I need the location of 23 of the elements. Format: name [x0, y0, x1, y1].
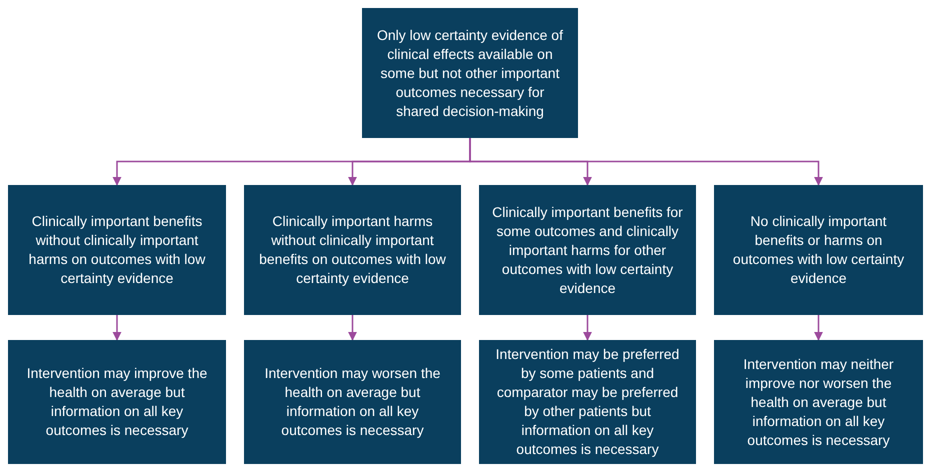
- box-text: No clinically important benefits or harms on outcomes with low certainty evidence: [732, 212, 906, 288]
- arrow: [348, 315, 357, 341]
- box-text: Clinically important benefits without clinically important harms on outcomes with low certainty evidence: [28, 212, 206, 288]
- arrow: [583, 315, 592, 341]
- process-box: [244, 185, 461, 315]
- arrow: [112, 315, 122, 341]
- box-text: Intervention may neither improve nor worsen the health on average but information on all key outcomes is necessary: [742, 354, 895, 450]
- process-box: [362, 8, 578, 138]
- process-box: [244, 340, 461, 464]
- process-box: [479, 340, 696, 464]
- arrow: [814, 315, 823, 341]
- box-text: Clinically important benefits for some outcomes and clinically important harms for other outcomes with low certainty evidence: [491, 202, 684, 298]
- arrow: [469, 138, 823, 186]
- process-box: [714, 340, 923, 464]
- process-box: [8, 340, 226, 464]
- box-text: Clinically important harms without clinically important benefits on outcomes with low certainty evidence: [258, 212, 447, 288]
- process-box: [714, 185, 923, 315]
- process-box: [8, 185, 226, 315]
- box-text: Intervention may be preferred by some patients and comparator may be preferred by other patients but information on all key outcomes is necessary: [494, 345, 680, 459]
- box-text: Only low certainty evidence of clinical effects available on some but not other important outcomes necessary for shared decision-making: [376, 26, 564, 120]
- process-box: [479, 185, 696, 315]
- box-text: Intervention may improve the health on average but information on all key outcomes is necessary: [26, 364, 208, 440]
- box-text: Intervention may worsen the health on average but information on all key outcomes is necessary: [264, 364, 442, 440]
